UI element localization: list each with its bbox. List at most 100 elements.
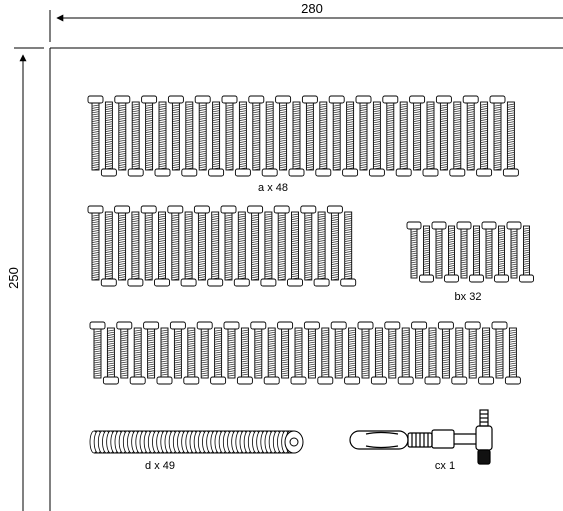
bolt (395, 101, 412, 177)
bolt (462, 95, 479, 171)
bolt (260, 211, 277, 287)
bolt (154, 211, 170, 287)
bolt (154, 101, 171, 177)
height-dimension-label: 250 (6, 267, 21, 289)
bolt (431, 221, 447, 279)
bolt (313, 211, 330, 287)
bolt (167, 205, 184, 281)
bolt (456, 221, 472, 279)
bolt (193, 205, 210, 281)
bolt (469, 225, 484, 283)
washer-hole (289, 437, 299, 447)
bolt (87, 205, 104, 281)
bolt (143, 321, 160, 379)
bolt (315, 101, 332, 177)
bolt (357, 321, 374, 379)
bolt (344, 327, 361, 385)
bolt (397, 327, 414, 385)
bolt (261, 101, 278, 177)
bolt (506, 221, 522, 279)
bolt (194, 95, 211, 171)
group-d-label: d x 49 (145, 460, 175, 472)
bolt (273, 205, 290, 281)
bolt (368, 101, 385, 177)
bolt (464, 321, 481, 379)
bolt (275, 95, 292, 171)
bolt (328, 95, 345, 171)
bolt (370, 327, 387, 385)
bolt (406, 221, 422, 279)
bolt (424, 327, 441, 385)
bolt (449, 101, 466, 177)
bolt (263, 327, 280, 385)
bolt (489, 95, 506, 171)
bolt (301, 95, 318, 171)
bolt (233, 211, 250, 287)
group-c-label: cx 1 (435, 460, 455, 472)
group-a-label: a x 48 (258, 182, 288, 194)
bolt (481, 221, 497, 279)
bolt (223, 321, 240, 379)
bolt (89, 321, 106, 379)
bolt (169, 321, 186, 379)
bolt (494, 225, 509, 283)
bolt (409, 95, 426, 171)
bolt (210, 327, 227, 385)
bolt-row-lower (89, 321, 521, 385)
bolt (140, 205, 157, 281)
bolt (491, 321, 508, 379)
bolt (287, 211, 303, 287)
bolt (221, 95, 238, 171)
bolt (234, 101, 251, 177)
bolt (504, 327, 521, 385)
bolt (303, 321, 320, 379)
bolt (340, 211, 357, 287)
bolt (207, 211, 224, 287)
bolt (141, 95, 158, 171)
bolt (100, 211, 117, 287)
bolt-row-a (87, 95, 519, 177)
bolt (300, 205, 317, 281)
bolt (502, 101, 519, 177)
bolt (382, 95, 399, 171)
bolt (236, 327, 253, 385)
bolt (288, 101, 305, 177)
bolt (476, 101, 493, 177)
bolt (478, 327, 495, 385)
bolt (127, 101, 144, 177)
bolt (156, 327, 173, 385)
bolt (330, 321, 347, 379)
bolt (87, 95, 104, 171)
ratchet-wrench (349, 409, 493, 465)
bolt (167, 95, 184, 171)
bolt (180, 211, 197, 287)
width-dimension-label: 280 (301, 1, 323, 16)
bolt (102, 327, 119, 385)
bolt (444, 225, 459, 283)
bolt (114, 95, 131, 171)
bolt (114, 205, 131, 281)
bolt (208, 101, 225, 177)
bolt (437, 321, 454, 379)
bolt (196, 321, 213, 379)
bolt (129, 327, 146, 385)
bolt (384, 321, 401, 379)
bolt (435, 95, 452, 171)
bolt (181, 101, 198, 177)
group-b-label: bx 32 (455, 291, 482, 303)
bolt (247, 205, 264, 281)
bolt (220, 205, 237, 281)
width-dimension (49, 10, 563, 42)
washer-stack (89, 430, 304, 454)
bolt (277, 321, 294, 379)
height-dimension (14, 47, 44, 511)
bolt (519, 225, 534, 283)
bolt (411, 321, 428, 379)
bolt (100, 101, 117, 177)
bolt (326, 205, 343, 281)
bolt (355, 95, 372, 171)
bolt-row-b (87, 205, 357, 287)
bolt (422, 101, 439, 177)
board-outline (49, 47, 563, 511)
